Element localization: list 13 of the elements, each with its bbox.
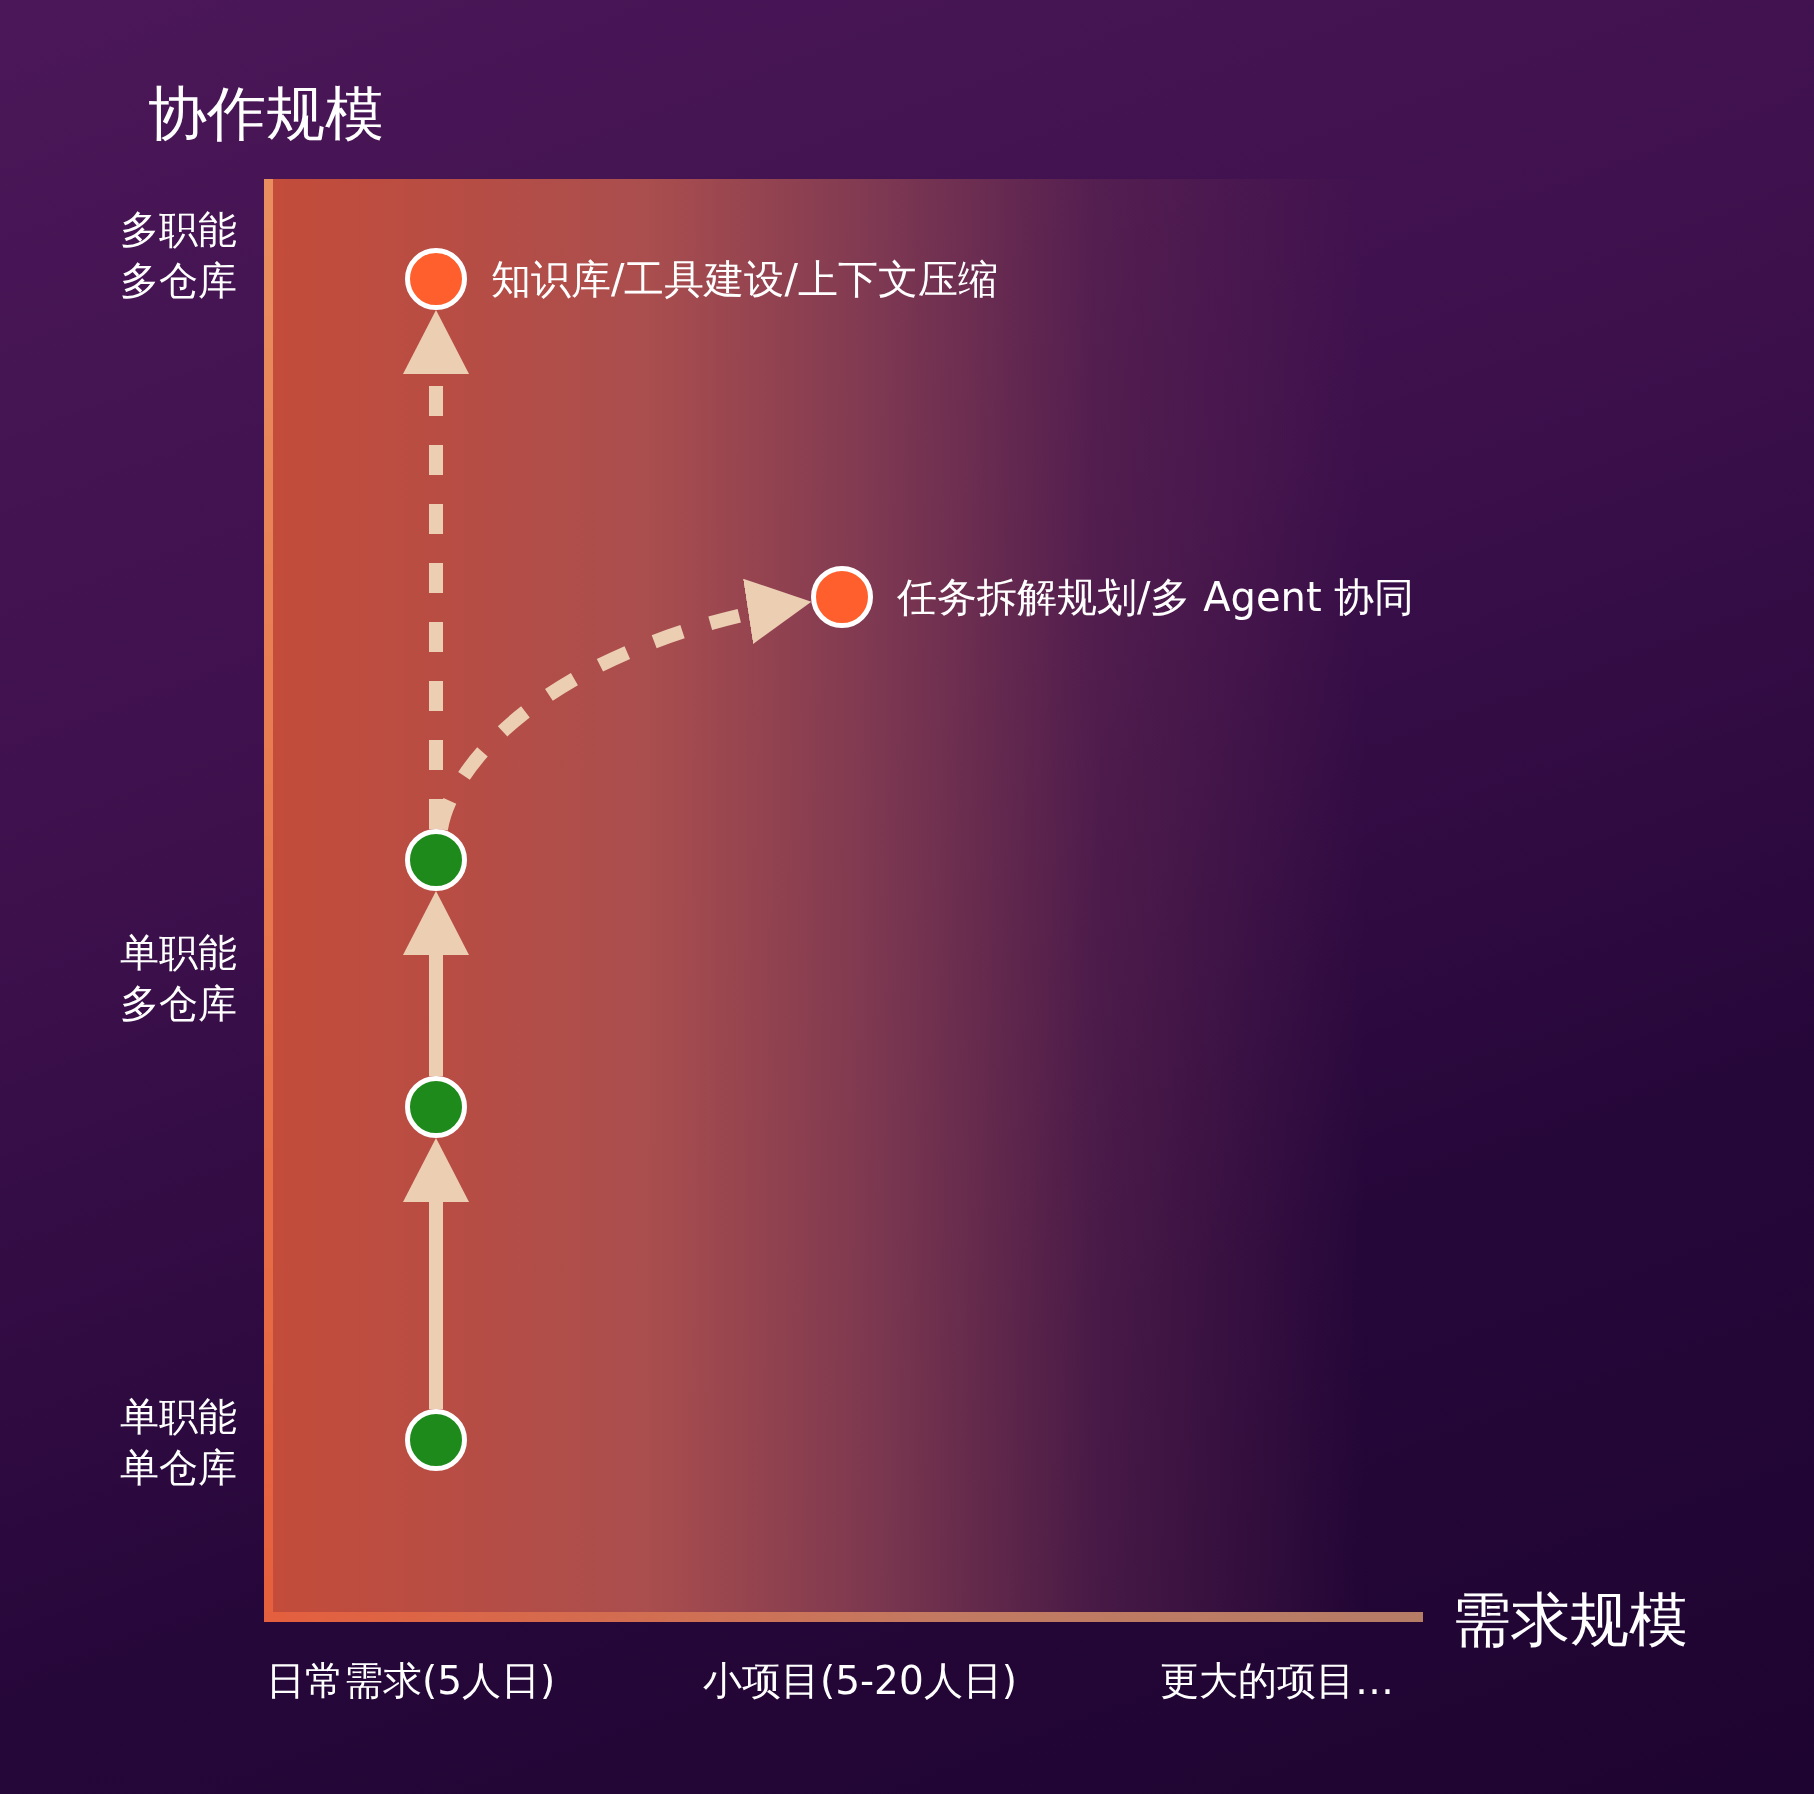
axis-tick-label: 单职能单仓库 — [119, 1393, 237, 1492]
arrow — [403, 891, 469, 1076]
node-caption: 任务拆解规划/多 Agent 协同 — [897, 573, 1415, 621]
axis-title: 需求规模 — [1452, 1584, 1688, 1656]
axis-tick-label: 小项目(5-20人日) — [703, 1657, 1017, 1705]
node-caption: 知识库/工具建设/上下文压缩 — [491, 255, 998, 303]
axis-tick-label: 日常需求(5人日) — [266, 1657, 556, 1705]
axis-title: 协作规模 — [148, 78, 384, 150]
arrow — [403, 1138, 469, 1409]
axis-tick-label: 更大的项目… — [1160, 1657, 1394, 1705]
axis-tick-label: 单职能多仓库 — [119, 929, 237, 1028]
dashed-arrow — [403, 310, 469, 829]
axis-tick-label: 多职能多仓库 — [119, 206, 237, 305]
